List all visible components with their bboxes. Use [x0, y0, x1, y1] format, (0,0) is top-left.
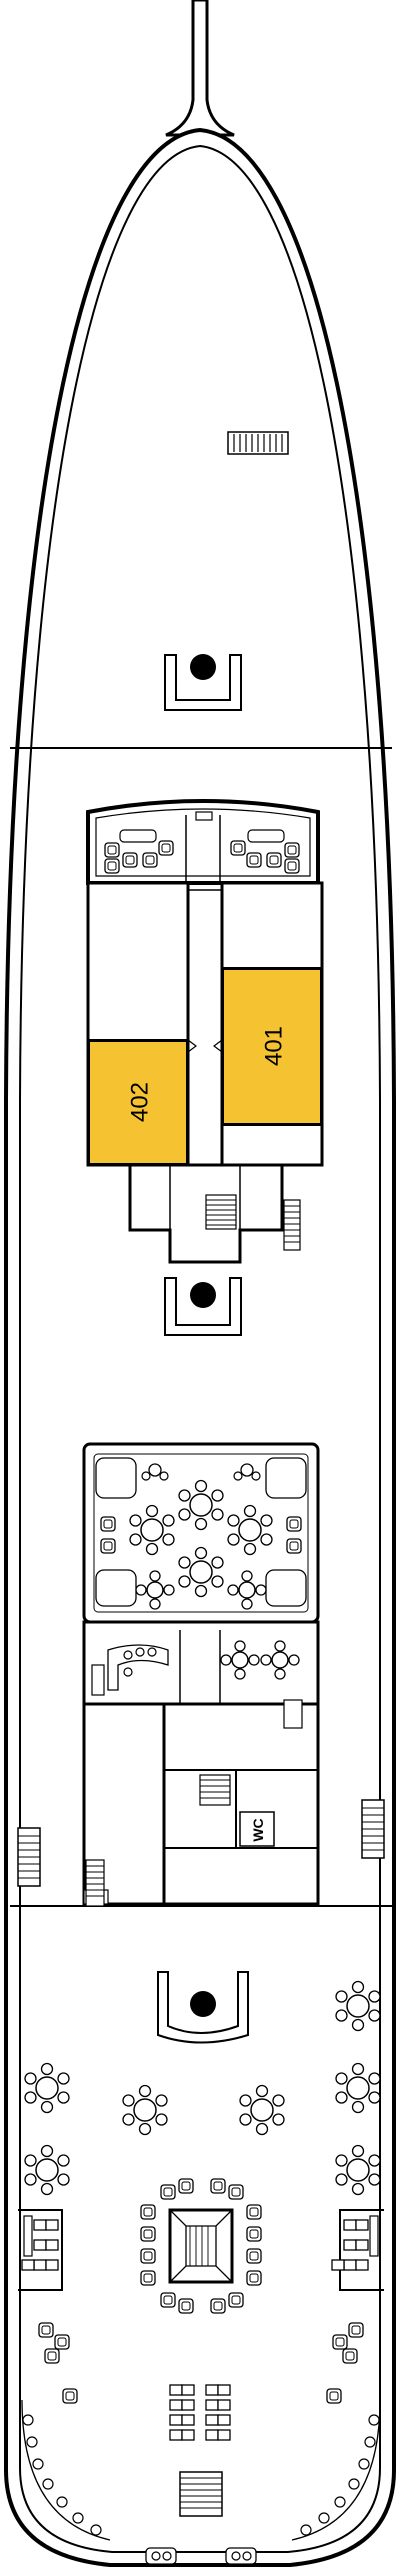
- cabin-402[interactable]: 402: [88, 1040, 188, 1165]
- ship-hull: [3, 0, 396, 2567]
- mainmast: [164, 1277, 242, 1336]
- aft-service-rooms: [82, 1699, 320, 1907]
- stern-seating: [21, 2322, 381, 2541]
- foremast: [164, 654, 242, 711]
- cabin-401[interactable]: 401: [222, 968, 322, 1125]
- starboard-vent: [361, 1799, 385, 1859]
- restroom-label: WC: [250, 1818, 266, 1841]
- cabin-402-area[interactable]: [88, 1040, 188, 1165]
- skylight-seating: [140, 2178, 262, 2314]
- port-loungers: [18, 2209, 63, 2291]
- midship-staircase: [128, 1163, 301, 1264]
- cabin-401-label: 401: [261, 1026, 288, 1066]
- cabin-402-label: 402: [127, 1082, 154, 1122]
- mizzenmast: [157, 1971, 249, 2044]
- forward-lounge-seating: [104, 829, 300, 874]
- stern-bollards: [145, 2547, 257, 2565]
- starboard-loungers: [331, 2209, 384, 2291]
- cabin-401-area[interactable]: [222, 968, 322, 1125]
- stern-hatch: [179, 2471, 223, 2517]
- port-vent: [17, 1827, 41, 1887]
- restroom: WC: [239, 1811, 275, 1847]
- forward-vent-grate: [227, 431, 289, 455]
- main-lounge: [82, 1442, 320, 1624]
- bar-area: [82, 1620, 320, 1706]
